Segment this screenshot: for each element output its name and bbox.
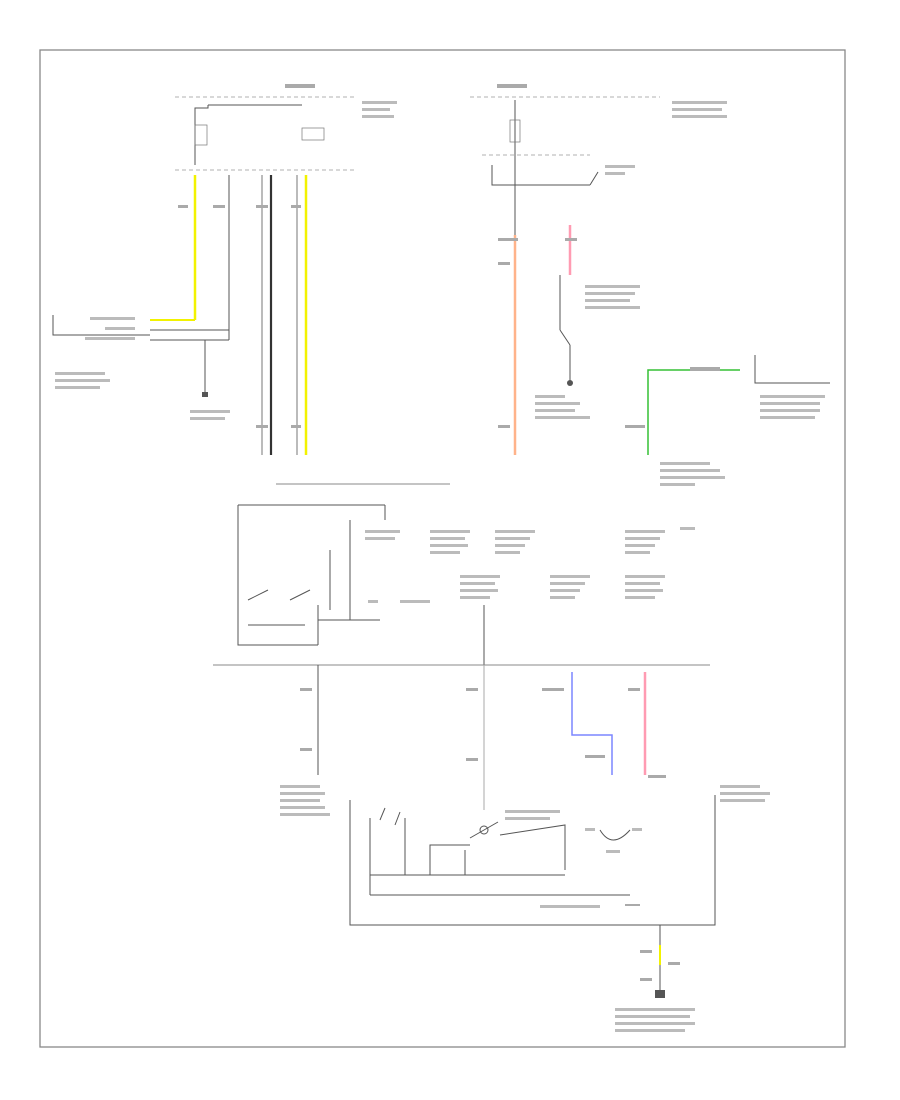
label-block	[280, 792, 325, 795]
label-block	[625, 582, 660, 585]
label-block	[430, 544, 468, 547]
label-block	[535, 416, 590, 419]
label-block	[280, 785, 320, 788]
label-block	[615, 1008, 695, 1011]
label-block	[672, 101, 727, 104]
label-block	[495, 544, 525, 547]
label-block	[615, 1022, 695, 1025]
label-block	[55, 386, 100, 389]
label-block	[585, 285, 640, 288]
label-block	[720, 785, 760, 788]
label-block	[400, 600, 430, 603]
label-block	[660, 476, 725, 479]
label-block	[362, 115, 394, 118]
label-block	[368, 600, 378, 603]
label-block	[550, 582, 585, 585]
label-block	[430, 530, 470, 533]
middle-switch-area	[213, 483, 710, 666]
label-block	[625, 530, 665, 533]
diagram-frame	[39, 49, 846, 1048]
label-block	[460, 582, 495, 585]
label-block	[550, 575, 590, 578]
label-block	[672, 108, 722, 111]
label-block	[497, 84, 527, 88]
label-block	[505, 810, 560, 813]
label-block	[535, 402, 580, 405]
label-block	[105, 327, 135, 330]
label-block	[760, 416, 815, 419]
label-block	[625, 589, 663, 592]
label-block	[760, 409, 820, 412]
label-block	[365, 530, 400, 533]
label-block	[585, 299, 630, 302]
label-block	[625, 537, 660, 540]
label-block	[585, 306, 640, 309]
label-block	[760, 395, 825, 398]
label-block	[430, 551, 460, 554]
label-block	[460, 596, 490, 599]
label-block	[720, 792, 770, 795]
label-block	[660, 483, 695, 486]
label-block	[625, 544, 655, 547]
label-block	[606, 850, 620, 853]
label-block	[672, 115, 727, 118]
label-block	[495, 551, 520, 554]
label-block	[660, 469, 720, 472]
label-block	[90, 317, 135, 320]
label-block	[615, 1029, 685, 1032]
label-block	[550, 596, 575, 599]
label-block	[460, 575, 500, 578]
label-block	[190, 417, 225, 420]
label-block	[720, 799, 765, 802]
label-block	[495, 530, 535, 533]
label-block	[540, 905, 600, 908]
label-block	[430, 537, 465, 540]
label-block	[585, 292, 635, 295]
label-block	[535, 409, 575, 412]
label-block	[280, 799, 320, 802]
label-block	[585, 828, 595, 831]
label-block	[605, 165, 635, 168]
bottom-circuit	[280, 665, 770, 1032]
label-block	[460, 589, 498, 592]
label-block	[625, 575, 665, 578]
label-block	[605, 172, 625, 175]
label-block	[625, 596, 655, 599]
label-block	[280, 806, 325, 809]
label-block	[362, 108, 390, 111]
label-block	[55, 372, 105, 375]
label-block	[615, 1015, 690, 1018]
label-block	[505, 817, 550, 820]
label-block	[190, 410, 230, 413]
label-block	[535, 395, 565, 398]
label-block	[550, 589, 580, 592]
label-block	[285, 84, 315, 88]
label-block	[680, 527, 695, 530]
label-block	[625, 551, 650, 554]
label-block	[632, 828, 642, 831]
label-block	[495, 537, 530, 540]
label-block	[85, 337, 135, 340]
label-block	[365, 537, 395, 540]
label-block	[280, 813, 330, 816]
label-block	[362, 101, 397, 104]
label-block	[760, 402, 820, 405]
label-block	[660, 462, 710, 465]
label-block	[55, 379, 110, 382]
top-right-circuit	[470, 84, 830, 486]
top-left-circuit	[52, 84, 397, 455]
